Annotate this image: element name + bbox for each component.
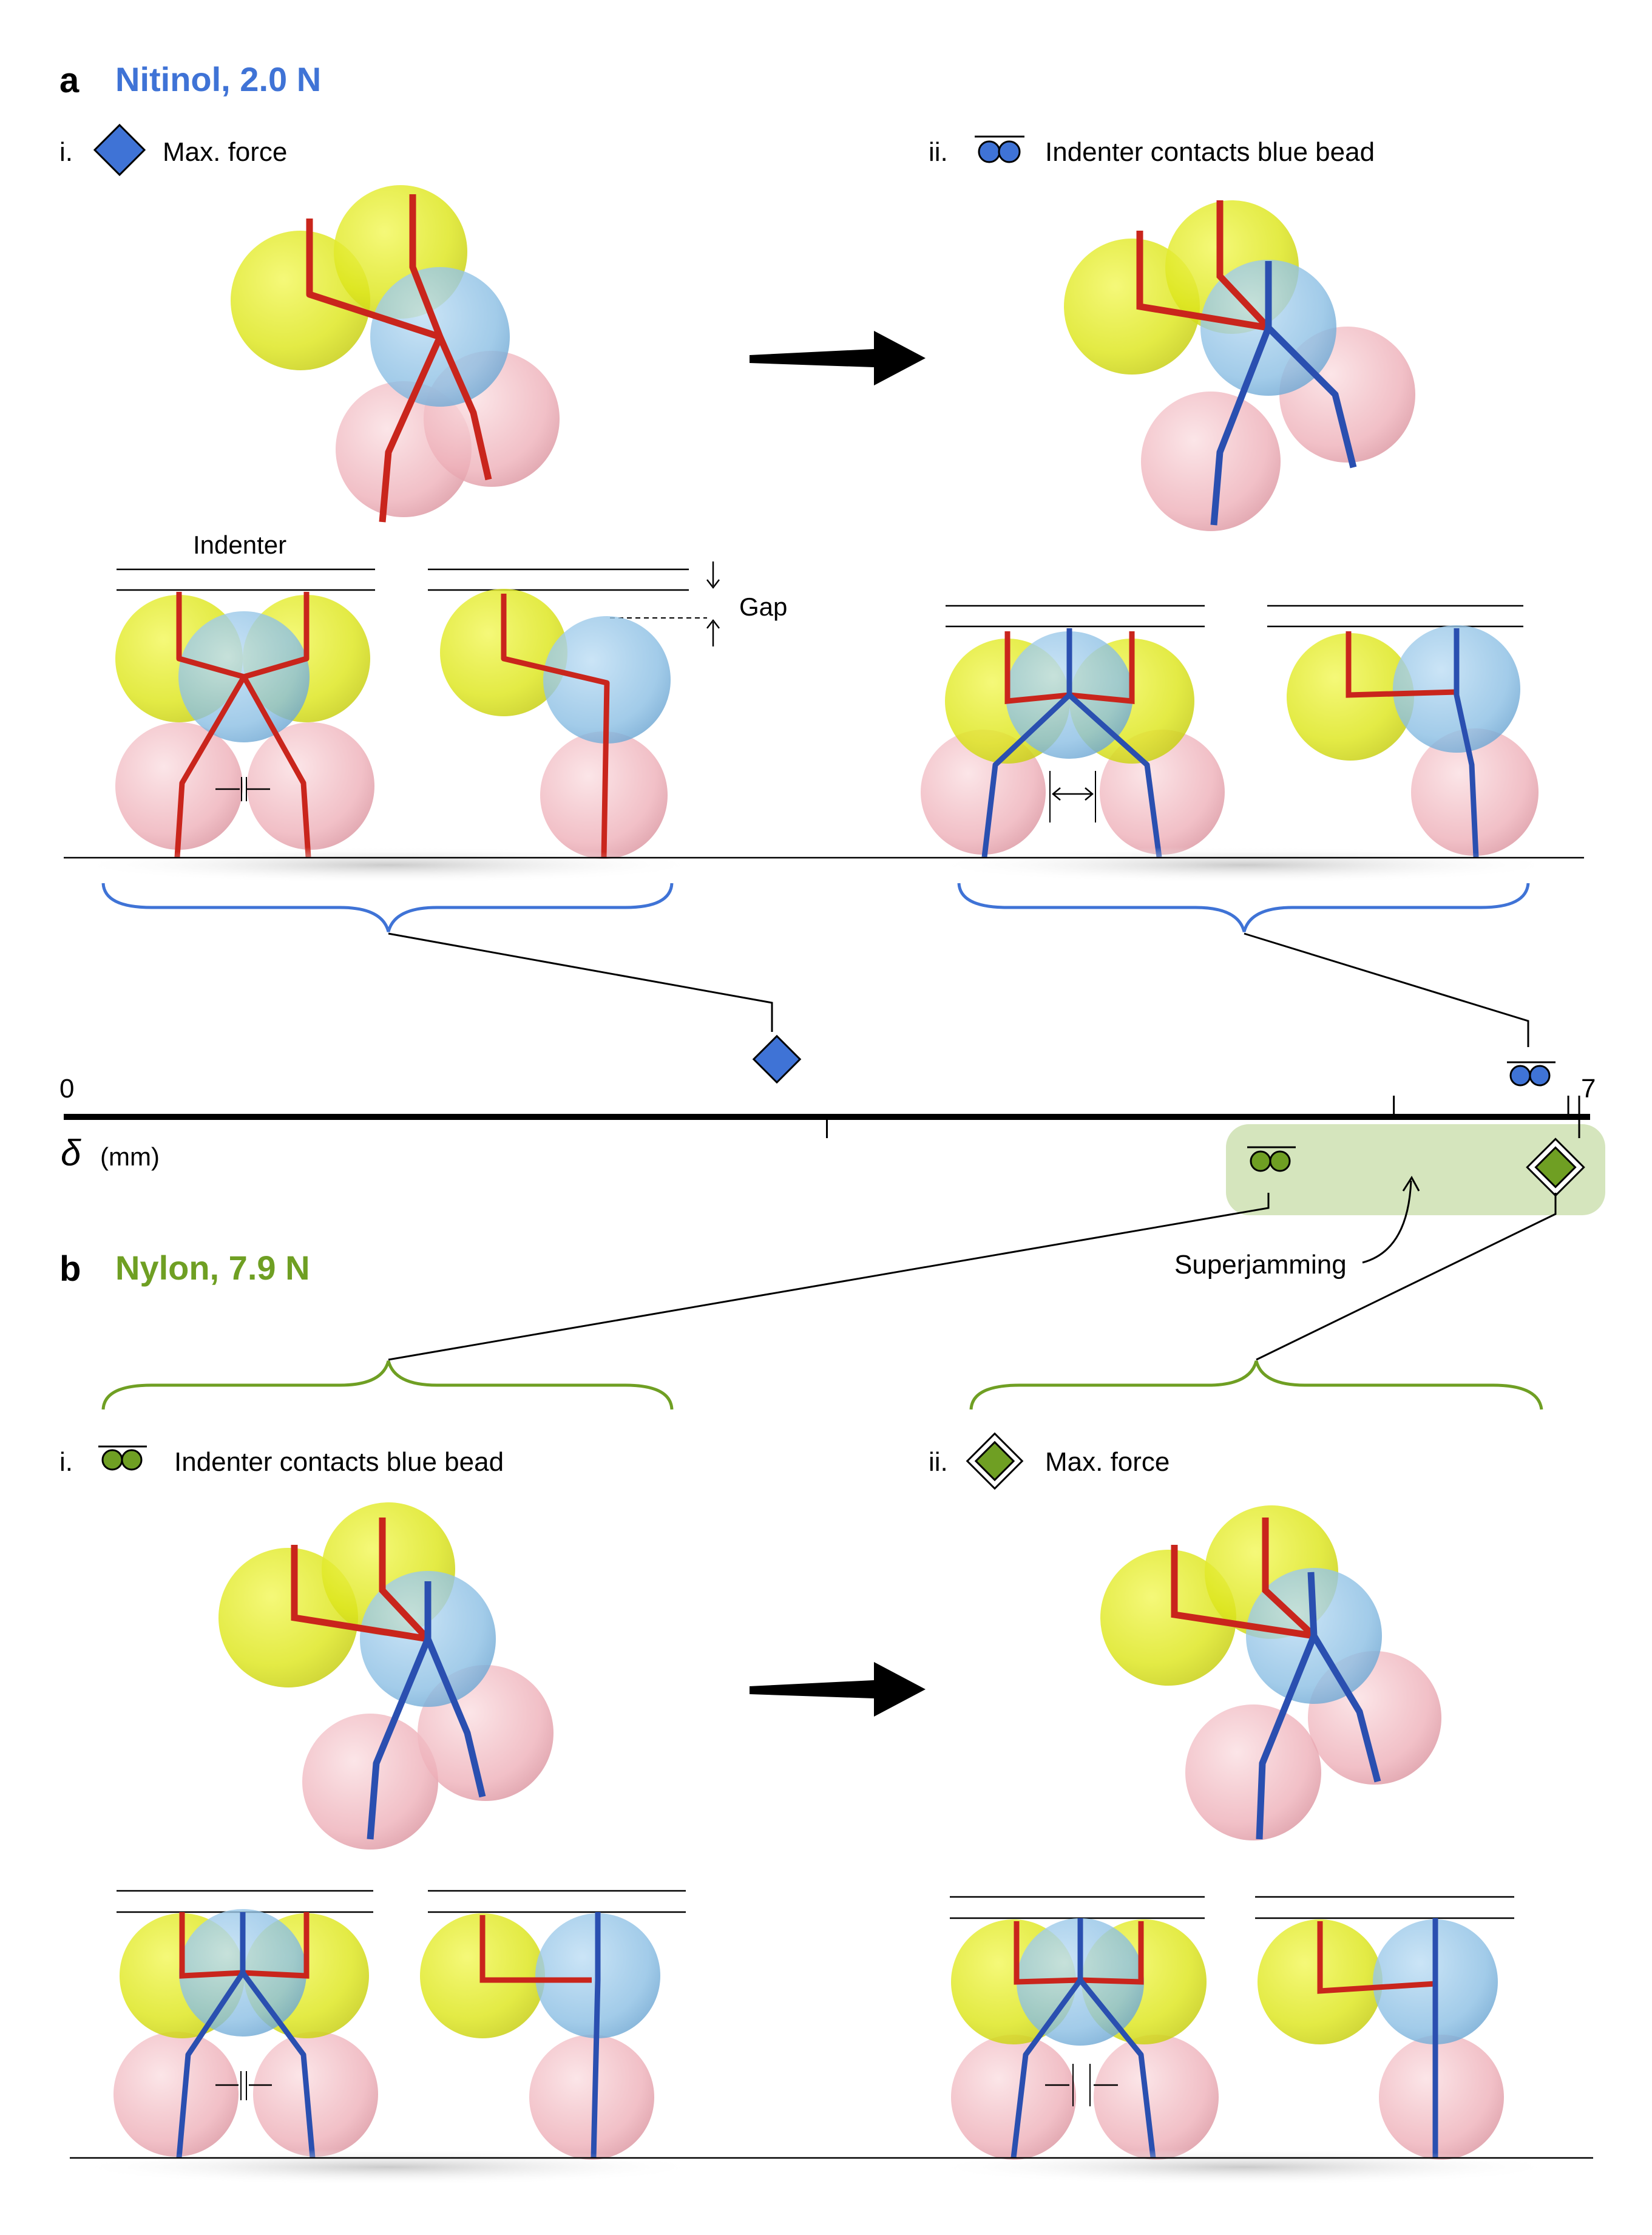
axis-unit: (mm) bbox=[100, 1142, 160, 1171]
panel-a-title: Nitinol, 2.0 N bbox=[115, 60, 321, 98]
axis-min-label: 0 bbox=[59, 1074, 74, 1104]
transition-arrow-b bbox=[750, 1662, 926, 1717]
double-bead-icon bbox=[98, 1445, 147, 1471]
gap-label: Gap bbox=[739, 592, 787, 621]
bead-cluster-b-ii bbox=[1100, 1505, 1441, 1840]
brace-b-i bbox=[101, 1360, 674, 1410]
panel-b-sub-ii-numeral: ii. bbox=[929, 1447, 948, 1477]
side-view-b-ii-right bbox=[1255, 1896, 1514, 2160]
axis-max-label: 7 bbox=[1581, 1074, 1596, 1104]
side-view-a-i-left bbox=[115, 568, 375, 858]
panel-a-letter: a bbox=[59, 61, 80, 100]
panel-b-sub-i-numeral: i. bbox=[59, 1447, 73, 1477]
panel-b-title: Nylon, 7.9 N bbox=[115, 1249, 310, 1287]
superjamming-region bbox=[1226, 1124, 1605, 1215]
axis-symbol: δ bbox=[61, 1133, 81, 1173]
side-view-b-ii-left bbox=[950, 1896, 1219, 2160]
ground-shadow-a bbox=[73, 847, 704, 883]
panel-a-sub-ii-numeral: ii. bbox=[929, 137, 948, 167]
brace-b-ii bbox=[969, 1360, 1543, 1410]
ground-shadow-a-ii bbox=[929, 847, 1560, 883]
side-view-a-ii-left bbox=[921, 605, 1225, 858]
axis-ticks bbox=[826, 1096, 1580, 1138]
panel-b-sub-i-label: Indenter contacts blue bead bbox=[174, 1447, 504, 1477]
connector-a-ii bbox=[1244, 932, 1529, 1047]
nitinol-max-force-marker bbox=[752, 1034, 802, 1084]
bead-cluster-a-i bbox=[231, 185, 560, 523]
panel-a-sub-i-numeral: i. bbox=[59, 137, 73, 167]
ground-shadow-b bbox=[73, 2149, 704, 2185]
bead-cluster-a-ii bbox=[1064, 200, 1415, 531]
side-view-a-i-right bbox=[428, 561, 720, 859]
ground-shadow-b-ii bbox=[929, 2149, 1560, 2185]
side-view-b-i-right bbox=[420, 1890, 686, 2160]
nylon-contact-marker bbox=[1247, 1146, 1296, 1172]
bead-cluster-b-i bbox=[218, 1502, 553, 1850]
panel-a-sub-ii-label: Indenter contacts blue bead bbox=[1045, 137, 1375, 167]
side-view-a-ii-right bbox=[1267, 605, 1539, 858]
superjamming-label: Superjamming bbox=[1174, 1250, 1347, 1280]
diamond-icon bbox=[93, 123, 146, 177]
brace-a-i bbox=[101, 883, 674, 932]
panel-b-sub-ii-label: Max. force bbox=[1045, 1447, 1170, 1477]
transition-arrow-a bbox=[750, 331, 926, 385]
diamond-icon bbox=[966, 1432, 1024, 1490]
nitinol-contact-marker bbox=[1507, 1061, 1556, 1087]
brace-a-ii bbox=[957, 883, 1530, 932]
superjamming-arrowhead bbox=[1402, 1176, 1420, 1192]
superjamming-arrow bbox=[1362, 1180, 1412, 1264]
nylon-max-force-marker bbox=[1526, 1138, 1585, 1197]
connector-a-i bbox=[388, 932, 773, 1032]
panel-a-sub-i-label: Max. force bbox=[163, 137, 287, 167]
side-view-b-i-left bbox=[113, 1890, 378, 2159]
panel-b-letter: b bbox=[59, 1249, 81, 1289]
indenter-label: Indenter bbox=[193, 531, 286, 559]
connector-b-ii bbox=[1256, 1193, 1557, 1361]
connector-b-i bbox=[388, 1193, 1270, 1361]
double-bead-icon bbox=[975, 135, 1024, 163]
